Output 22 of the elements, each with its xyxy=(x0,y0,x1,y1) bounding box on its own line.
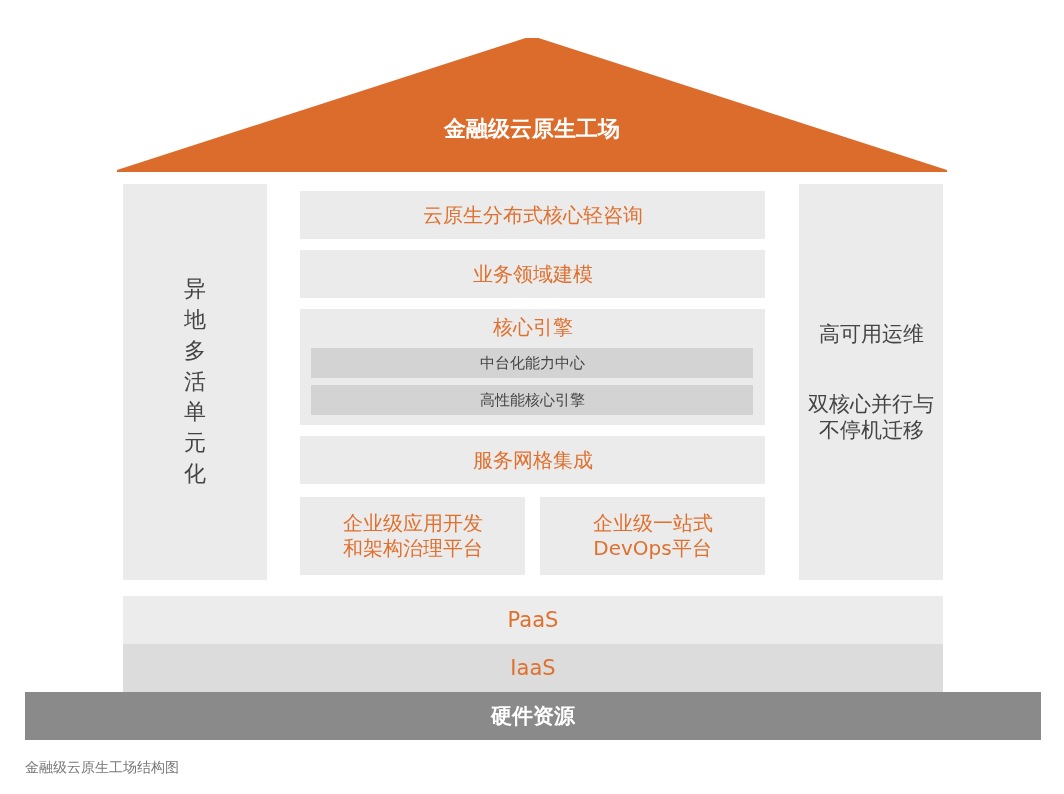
box-label: 业务领域建模 xyxy=(472,261,593,287)
engine-panel xyxy=(300,309,765,425)
box-label: PaaS xyxy=(507,606,559,634)
layer-box xyxy=(123,644,943,692)
figure-caption: 金融级云原生工场结构图 xyxy=(25,759,179,777)
box-label: 中台化能力中心 xyxy=(479,353,585,373)
box-label: 高可用运维 xyxy=(818,320,924,347)
roof-title: 金融级云原生工场 xyxy=(444,114,620,142)
box-label: 云原生分布式核心轻咨询 xyxy=(422,202,643,228)
panel-heading: 核心引擎 xyxy=(492,315,573,340)
box-label: 双核心并行与不停机迁移 xyxy=(807,390,935,444)
box-label: IaaS xyxy=(510,654,556,682)
box-label: 高性能核心引擎 xyxy=(479,390,585,410)
layer-box xyxy=(25,692,1041,740)
layer-box xyxy=(123,596,943,644)
layer-box xyxy=(311,385,753,415)
box-label: 企业级应用开发和架构治理平台 xyxy=(341,511,484,561)
box-label: 异地多活单元化 xyxy=(183,275,207,488)
layer-box xyxy=(311,348,753,378)
box-label: 企业级一站式DevOps平台 xyxy=(591,511,714,561)
box-label: 硬件资源 xyxy=(491,702,575,730)
box-label: 服务网格集成 xyxy=(472,447,593,473)
